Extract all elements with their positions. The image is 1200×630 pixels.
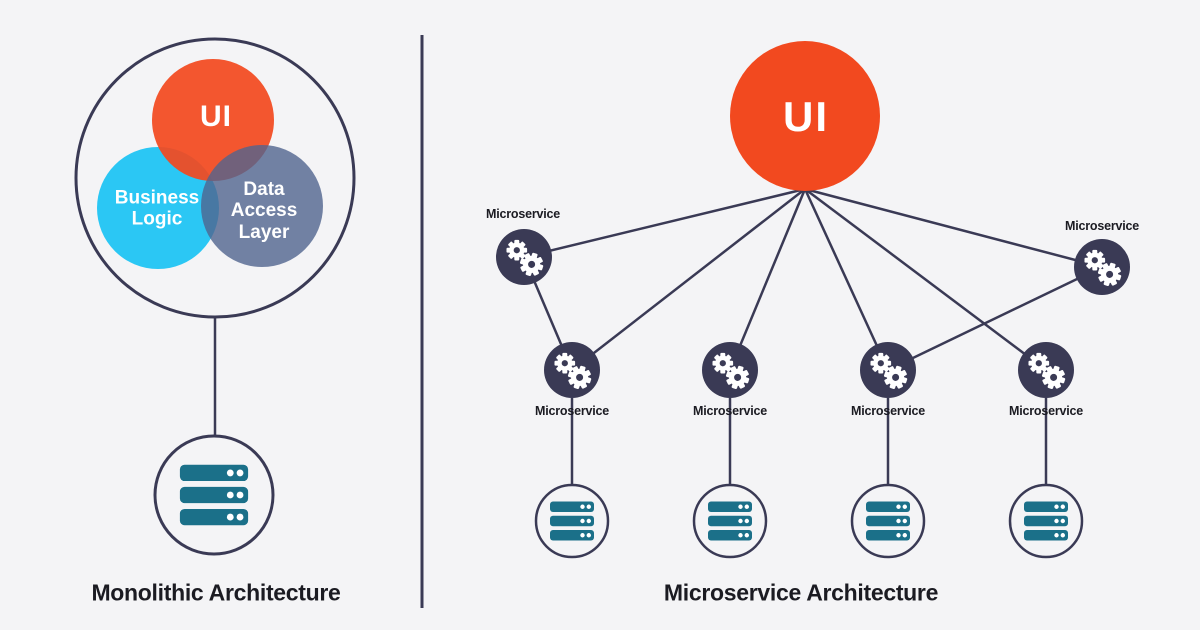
- microservice-node-row3: [860, 342, 916, 398]
- server-stack-icon: [179, 464, 249, 526]
- business-logic-circle: [97, 147, 219, 269]
- microservice-node-upper-left: [496, 229, 552, 285]
- database-node-left: [153, 434, 275, 556]
- data-access-circle: [201, 145, 323, 267]
- database-circle-left: [153, 434, 275, 556]
- ui-label-left: UI: [200, 100, 232, 133]
- server-stack-icon: [550, 501, 594, 541]
- edge-ui-to-ms-row1: [571, 188, 806, 371]
- monolith-boundary-circle: [74, 37, 356, 319]
- server-stack-icon: [1024, 501, 1068, 541]
- microservice-node-row1: [544, 342, 600, 398]
- database-node-row3: [850, 483, 926, 559]
- microservice-node-row2: [702, 342, 758, 398]
- data-access-layer-label: Data Access Layer: [230, 179, 298, 243]
- edge-ui-to-ms-row2: [728, 188, 807, 371]
- database-node-row1: [534, 483, 610, 559]
- edge-ui-to-ms-upper-right: [804, 187, 1103, 269]
- edge-ui-to-ms-upper-left: [523, 187, 806, 259]
- server-stack-icon: [866, 501, 910, 541]
- microservice-label-row1: Microservice: [534, 404, 610, 418]
- business-logic-label: Business Logic: [114, 187, 200, 230]
- microservice-label-row4: Microservice: [1008, 404, 1084, 418]
- microservice-label-upper-right: Microservice: [1064, 219, 1140, 233]
- microservice-label-row2: Microservice: [692, 404, 768, 418]
- ui-label-right: UI: [783, 93, 829, 140]
- edge-ui-to-ms-row4: [804, 188, 1047, 371]
- edges-ui-fan: [523, 187, 1103, 371]
- microservice-node-row4: [1018, 342, 1074, 398]
- monolithic-architecture-title: Monolithic Architecture: [91, 579, 341, 606]
- microservice-node-upper-right: [1074, 239, 1130, 295]
- server-stack-icon: [708, 501, 752, 541]
- ui-circle-right: [730, 41, 880, 191]
- edge-ui-to-ms-row3: [803, 188, 890, 371]
- microservice-architecture-title: Microservice Architecture: [663, 579, 939, 606]
- microservice-label-row3: Microservice: [850, 404, 926, 418]
- edge-ms-upper-right-to-row3: [887, 265, 1103, 372]
- database-node-row4: [1008, 483, 1084, 559]
- microservice-label-upper-left: Microservice: [485, 207, 561, 221]
- database-node-row2: [692, 483, 768, 559]
